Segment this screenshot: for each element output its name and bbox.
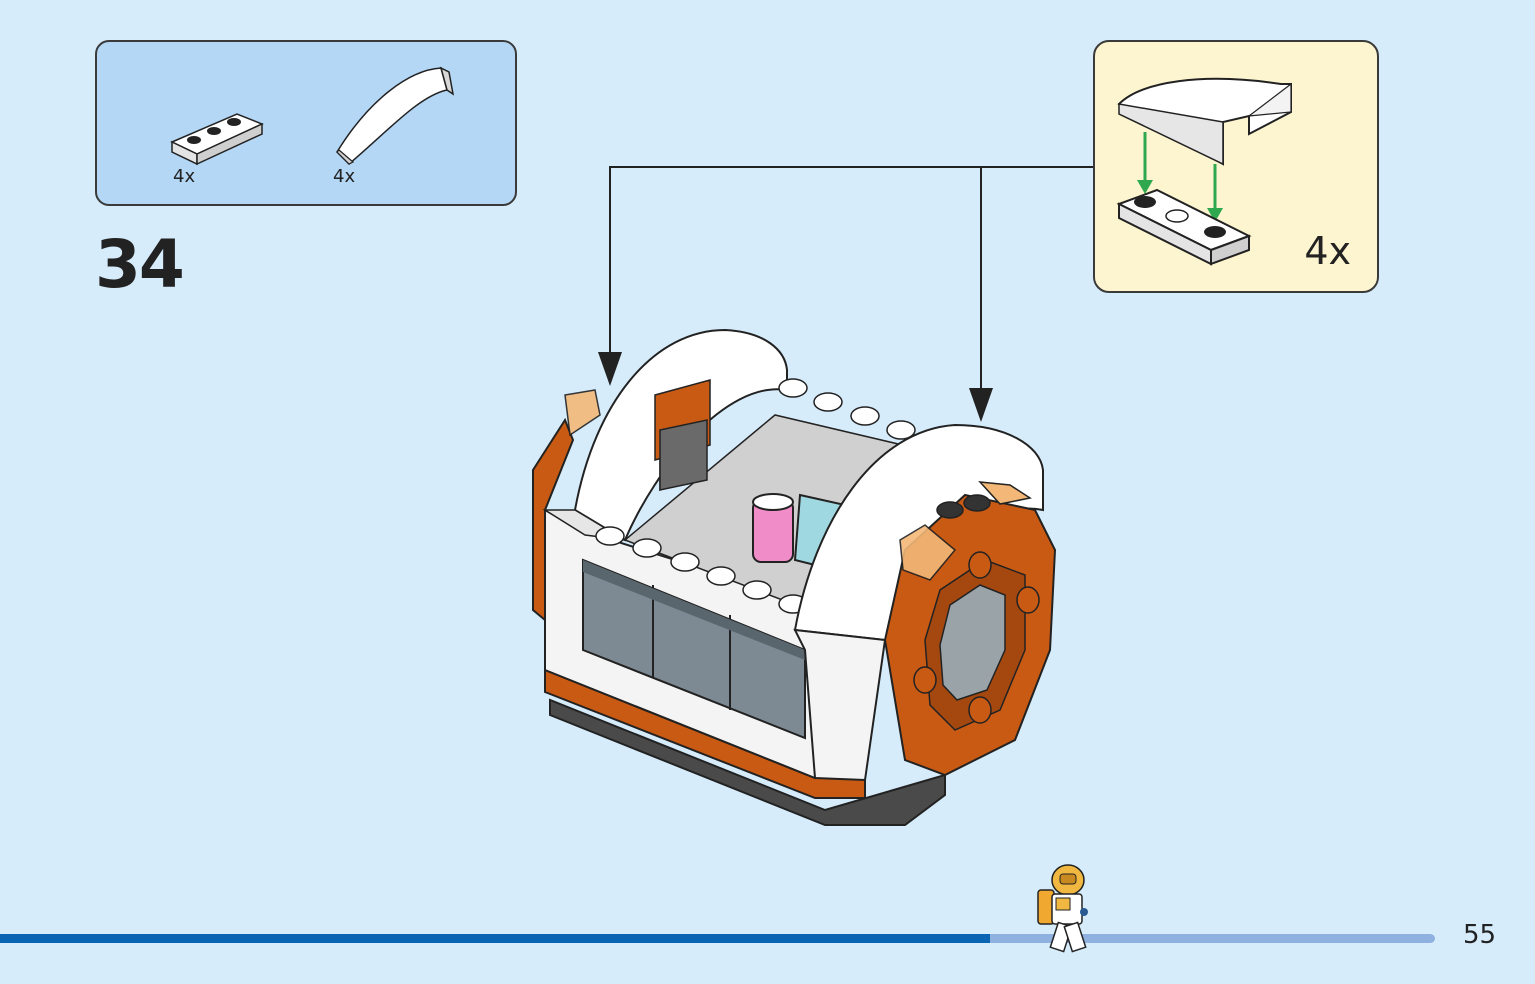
plate-quantity: 4x xyxy=(173,166,196,187)
progress-done xyxy=(0,934,990,943)
astronaut-minifigure-icon xyxy=(1037,864,1088,953)
slope-quantity: 4x xyxy=(333,166,356,187)
subassembly-quantity: 4x xyxy=(1304,229,1351,273)
model-illustration xyxy=(532,328,1057,826)
curved-slope-icon xyxy=(336,66,455,166)
step-number: 34 xyxy=(95,226,185,303)
subassembly-box: 4x xyxy=(1093,40,1379,293)
parts-list-box: 4x 4x xyxy=(95,40,517,206)
page-number: 55 xyxy=(1463,920,1497,950)
plate-1x3-icon xyxy=(170,113,264,166)
progress-bar xyxy=(0,934,1435,943)
subassembly-diagram xyxy=(1116,77,1292,266)
